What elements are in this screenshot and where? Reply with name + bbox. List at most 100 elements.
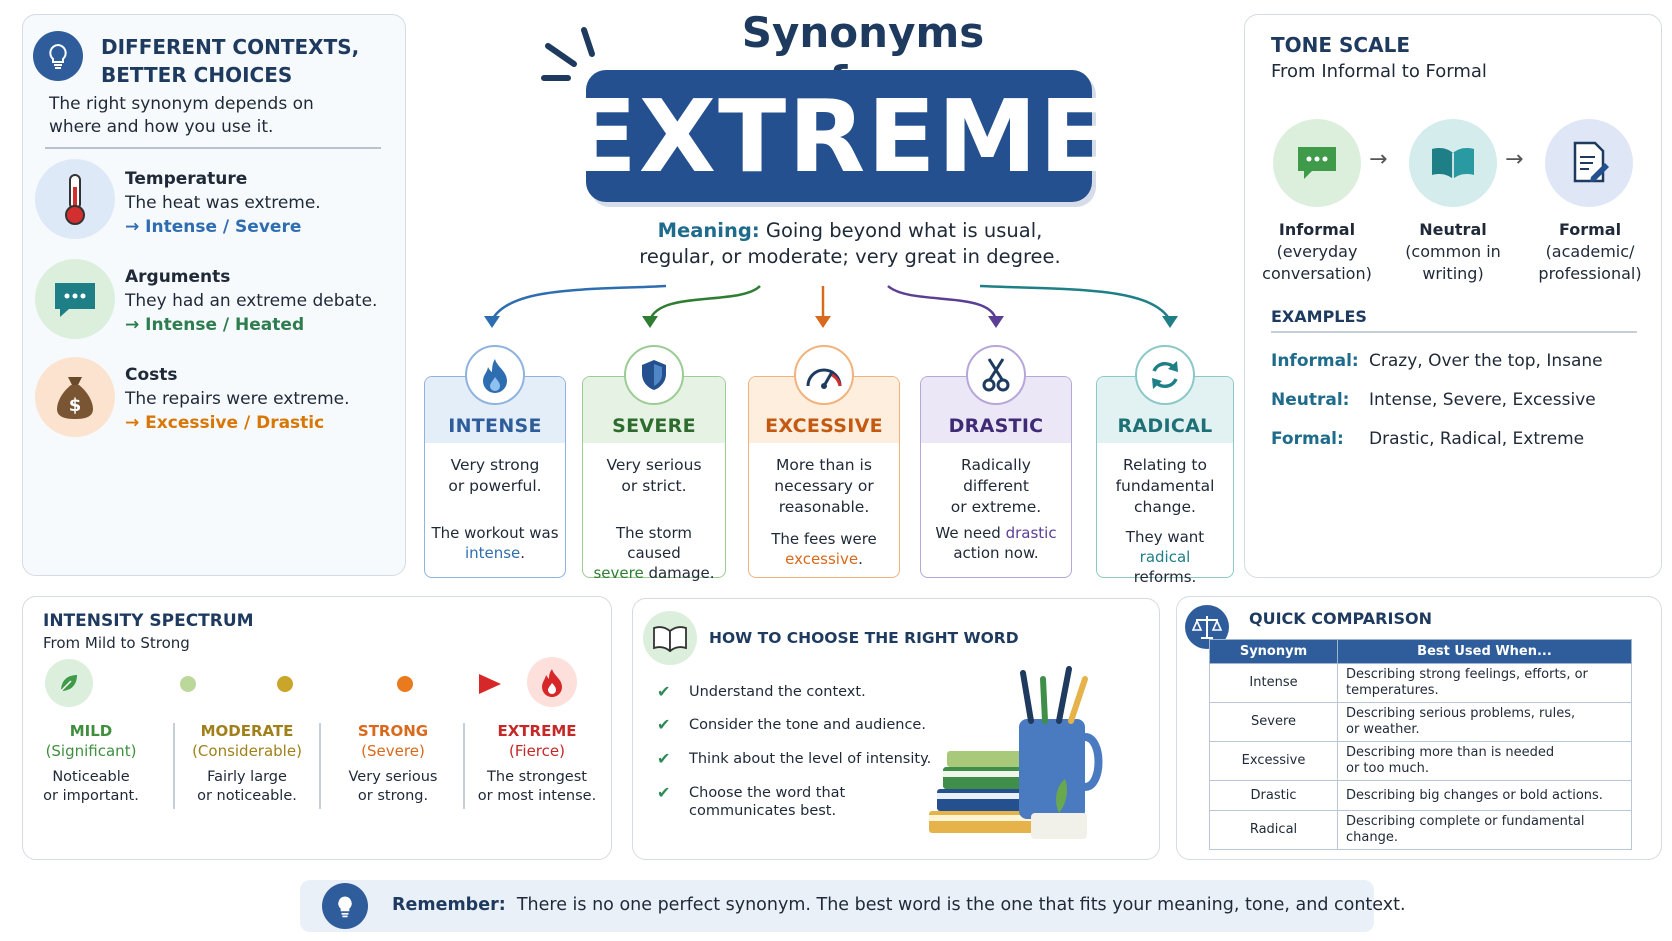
example-highlight: intense [464,544,521,562]
usage-line: Describing big changes or bold actions. [1346,787,1603,803]
example-highlight: excessive [785,550,859,568]
column-header: Best Used When... [1337,639,1632,664]
synonym-word: DRASTIC [948,415,1044,437]
example-text: We need [935,524,1006,542]
how-step-text: Understand the context. [689,684,866,700]
refresh-icon [1135,345,1195,405]
context-item-costs: Costs The repairs were extreme. → Excess… [125,363,350,435]
usage-line: or too much. [1346,761,1429,776]
emphasis-lines-icon [541,27,595,81]
remember-label: Remember: [392,895,506,915]
definition-line: Very serious [606,456,702,474]
tone-level-name: Informal [1278,220,1356,239]
definition-line: fundamental [1115,477,1215,495]
definition-line: More than is [776,456,872,474]
table-cell-synonym: Radical [1209,810,1338,850]
chat-bubble-icon [35,259,115,339]
example-highlight: severe [593,564,644,582]
context-item-synonyms: → Intense / Severe [125,215,321,239]
checkmark-icon: ✔ [657,749,671,768]
context-item-temperature: Temperature The heat was extreme. → Inte… [125,167,321,239]
tone-level-desc: writing) [1422,264,1484,283]
arrow-right-icon: → [1369,147,1388,172]
how-to-choose-panel: HOW TO CHOOSE THE RIGHT WORD ✔ Understand… [632,598,1160,860]
context-item-synonyms: → Excessive / Drastic [125,411,350,435]
contexts-intro-line2: where and how you use it. [49,117,274,137]
spectrum-level-mild: MILD (Significant) Noticeable or importa… [33,721,149,806]
table-cell-synonym: Intense [1209,663,1338,703]
divider [463,723,465,809]
lightbulb-icon [33,31,83,81]
spectrum-marker-strong [397,676,413,692]
title-word: EXTREME [568,77,1110,195]
arrow-right-icon: → [125,315,140,335]
fire-icon [527,657,577,707]
divider [173,723,175,809]
synonym-word: EXCESSIVE [765,415,883,437]
contexts-panel: DIFFERENT CONTEXTS, BETTER CHOICES The r… [22,14,406,576]
context-item-synonyms-text: Intense / Severe [145,217,302,237]
remember-message: There is no one perfect synonym. The bes… [516,895,1406,915]
contexts-title-line2: BETTER CHOICES [101,63,293,87]
spectrum-marker-mild [180,676,196,692]
tone-level-desc: professional) [1538,264,1642,283]
title-word-banner: EXTREME [569,70,1107,202]
tone-level-desc: (common in [1405,242,1501,261]
intensity-spectrum-panel: INTENSITY SPECTRUM From Mild to Strong M… [22,596,612,860]
level-alt: (Considerable) [192,742,302,760]
how-step: ✔ Understand the context. [657,683,866,701]
context-item-title: Costs [125,365,178,385]
contexts-title-line1: DIFFERENT CONTEXTS, [101,35,360,59]
definition-line: necessary or [774,477,874,495]
how-title: HOW TO CHOOSE THE RIGHT WORD [709,629,1019,647]
definition-line: or extreme. [950,498,1042,516]
arrow-right-icon: → [1505,147,1524,172]
level-desc: Noticeable [52,769,130,785]
context-item-synonyms-text: Excessive / Drastic [145,413,325,433]
usage-line: temperatures. [1346,683,1439,698]
level-alt: (Fierce) [509,742,565,760]
checkmark-icon: ✔ [657,783,671,802]
how-step-text: Think about the level of intensity. [689,751,932,767]
synonym-word: RADICAL [1117,415,1213,437]
context-item-text: The heat was extreme. [125,193,321,213]
book-icon [643,611,697,665]
example-words: Intense, Severe, Excessive [1369,390,1596,410]
contexts-title: DIFFERENT CONTEXTS, BETTER CHOICES [101,33,359,89]
synonym-card-radical: RADICAL Relating to fundamental change. Th… [1096,345,1234,586]
tone-level-name: Formal [1558,220,1622,239]
spectrum-subtitle: From Mild to Strong [43,634,190,652]
spectrum-level-moderate: MODERATE (Considerable) Fairly large or … [179,721,315,806]
divider [1271,331,1637,333]
example-text: The storm caused [615,524,693,562]
example-end: . [520,544,526,562]
how-step-text: Choose the word that [689,785,846,801]
definition-line: Relating to [1123,456,1207,474]
checkmark-icon: ✔ [657,682,671,701]
table-cell-usage: Describing serious problems, rules,or we… [1337,702,1632,742]
spectrum-level-strong: STRONG (Severe) Very serious or strong. [323,721,463,806]
example-row-formal: Formal:Drastic, Radical, Extreme [1271,429,1584,449]
example-text: They want [1125,528,1205,546]
how-step: ✔ Think about the level of intensity. [657,750,931,768]
definition-line: change. [1134,498,1196,516]
level-desc: or most intense. [477,788,597,804]
contexts-intro-line1: The right synonym depends on [49,94,314,114]
tone-level-desc: (academic/ [1545,242,1635,261]
